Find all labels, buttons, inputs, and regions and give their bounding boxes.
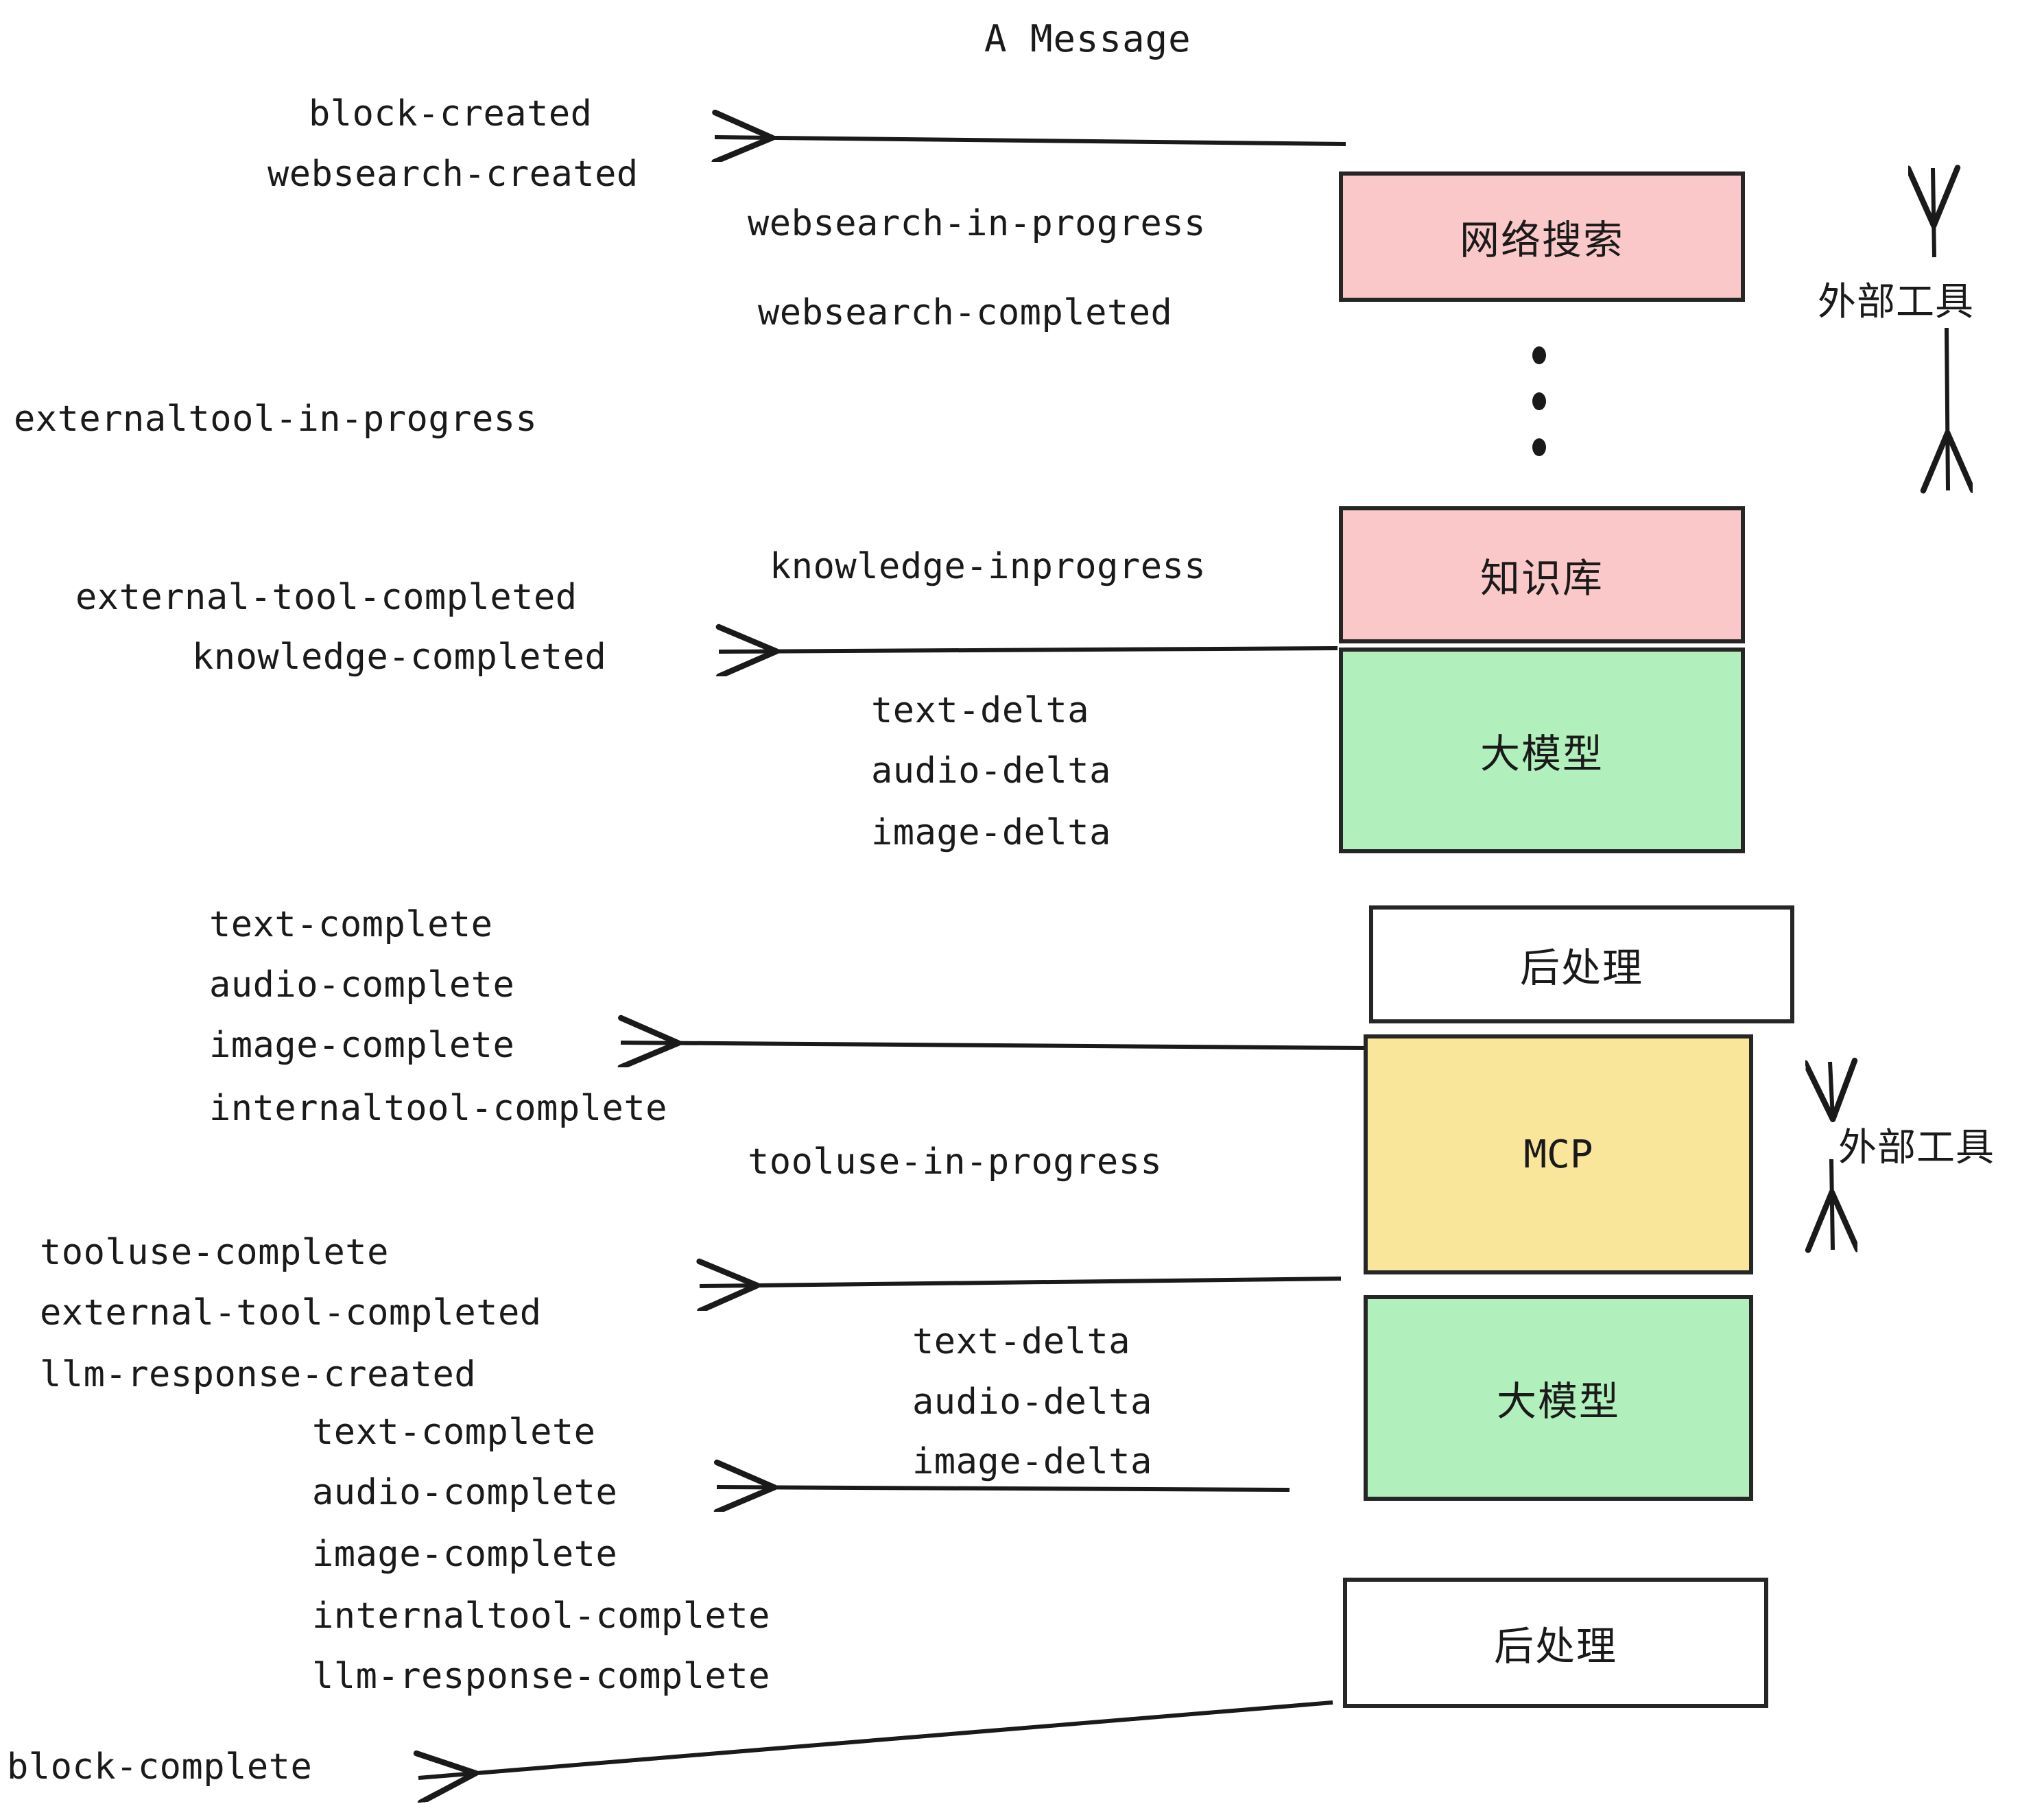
arrow-knowledge-completed xyxy=(719,648,1338,652)
dot-2 xyxy=(1532,392,1546,410)
node-websearch[interactable]: 网络搜索 xyxy=(1339,171,1745,302)
node-knowledge-label: 知识库 xyxy=(1479,555,1604,602)
event-websearch-in-progress: websearch-in-progress xyxy=(748,203,1206,244)
arrow-external-tool-top-down xyxy=(1947,327,1948,490)
node-postprocess-bottom[interactable]: 后处理 xyxy=(1343,1578,1768,1708)
node-knowledge[interactable]: 知识库 xyxy=(1339,506,1745,643)
event-audio-complete-2: audio-complete xyxy=(312,1472,618,1513)
event-image-delta-1: image-delta xyxy=(871,812,1111,853)
ellipsis-vertical xyxy=(1531,346,1547,456)
diagram-title: A Message xyxy=(984,17,1191,60)
node-postprocess-top-label: 后处理 xyxy=(1519,945,1643,991)
arrow-image-complete xyxy=(621,1043,1371,1048)
event-internaltool-complete-1: internaltool-complete xyxy=(209,1088,667,1129)
event-llm-response-created: llm-response-created xyxy=(40,1354,477,1395)
event-internaltool-complete-2: internaltool-complete xyxy=(312,1595,770,1637)
label-external-tool-bottom: 外部工具 xyxy=(1838,1126,1995,1170)
event-block-complete: block-complete xyxy=(7,1746,313,1788)
event-image-complete-1: image-complete xyxy=(209,1025,515,1066)
event-external-tool-completed-1: external-tool-completed xyxy=(75,577,578,618)
arrow-external-tool-bottom-down xyxy=(1831,1159,1833,1250)
event-websearch-created: websearch-created xyxy=(268,154,639,195)
arrow-audio-complete xyxy=(717,1487,1290,1490)
node-llm-top[interactable]: 大模型 xyxy=(1339,648,1745,853)
event-text-delta-2: text-delta xyxy=(912,1321,1131,1362)
node-llm-top-label: 大模型 xyxy=(1479,731,1604,777)
dot-1 xyxy=(1532,346,1546,364)
event-text-complete-1: text-complete xyxy=(209,904,493,945)
dot-3 xyxy=(1532,438,1546,456)
event-text-delta-1: text-delta xyxy=(871,690,1090,731)
node-llm-bottom[interactable]: 大模型 xyxy=(1364,1295,1753,1501)
event-external-tool-completed-2: external-tool-completed xyxy=(40,1292,542,1333)
event-websearch-completed: websearch-completed xyxy=(758,292,1173,333)
arrow-external-tool-bottom-up xyxy=(1830,1062,1833,1118)
node-postprocess-top[interactable]: 后处理 xyxy=(1369,905,1794,1023)
event-knowledge-completed: knowledge-completed xyxy=(192,637,607,678)
arrow-tooluse-complete xyxy=(700,1279,1342,1286)
event-audio-complete-1: audio-complete xyxy=(209,964,515,1006)
event-audio-delta-1: audio-delta xyxy=(871,750,1111,792)
event-block-created: block-created xyxy=(309,93,593,134)
event-llm-response-complete: llm-response-complete xyxy=(312,1656,770,1697)
event-image-complete-2: image-complete xyxy=(312,1534,618,1575)
node-postprocess-bottom-label: 后处理 xyxy=(1493,1623,1617,1670)
label-external-tool-top: 外部工具 xyxy=(1818,280,1974,324)
event-tooluse-complete: tooluse-complete xyxy=(40,1232,389,1273)
node-websearch-label: 网络搜索 xyxy=(1459,217,1624,263)
arrow-block-complete xyxy=(418,1700,1333,1778)
event-knowledge-inprogress: knowledge-inprogress xyxy=(770,546,1207,587)
event-externaltool-in-progress: externaltool-in-progress xyxy=(14,399,538,440)
node-llm-bottom-label: 大模型 xyxy=(1496,1378,1620,1425)
event-image-delta-2: image-delta xyxy=(912,1441,1152,1482)
arrow-external-tool-top-up xyxy=(1933,168,1934,258)
node-mcp[interactable]: MCP xyxy=(1364,1034,1753,1274)
event-tooluse-in-progress: tooluse-in-progress xyxy=(748,1141,1163,1183)
arrow-block-created xyxy=(715,137,1346,144)
event-audio-delta-2: audio-delta xyxy=(912,1381,1152,1423)
node-mcp-label: MCP xyxy=(1523,1132,1593,1177)
event-text-complete-2: text-complete xyxy=(312,1412,596,1453)
